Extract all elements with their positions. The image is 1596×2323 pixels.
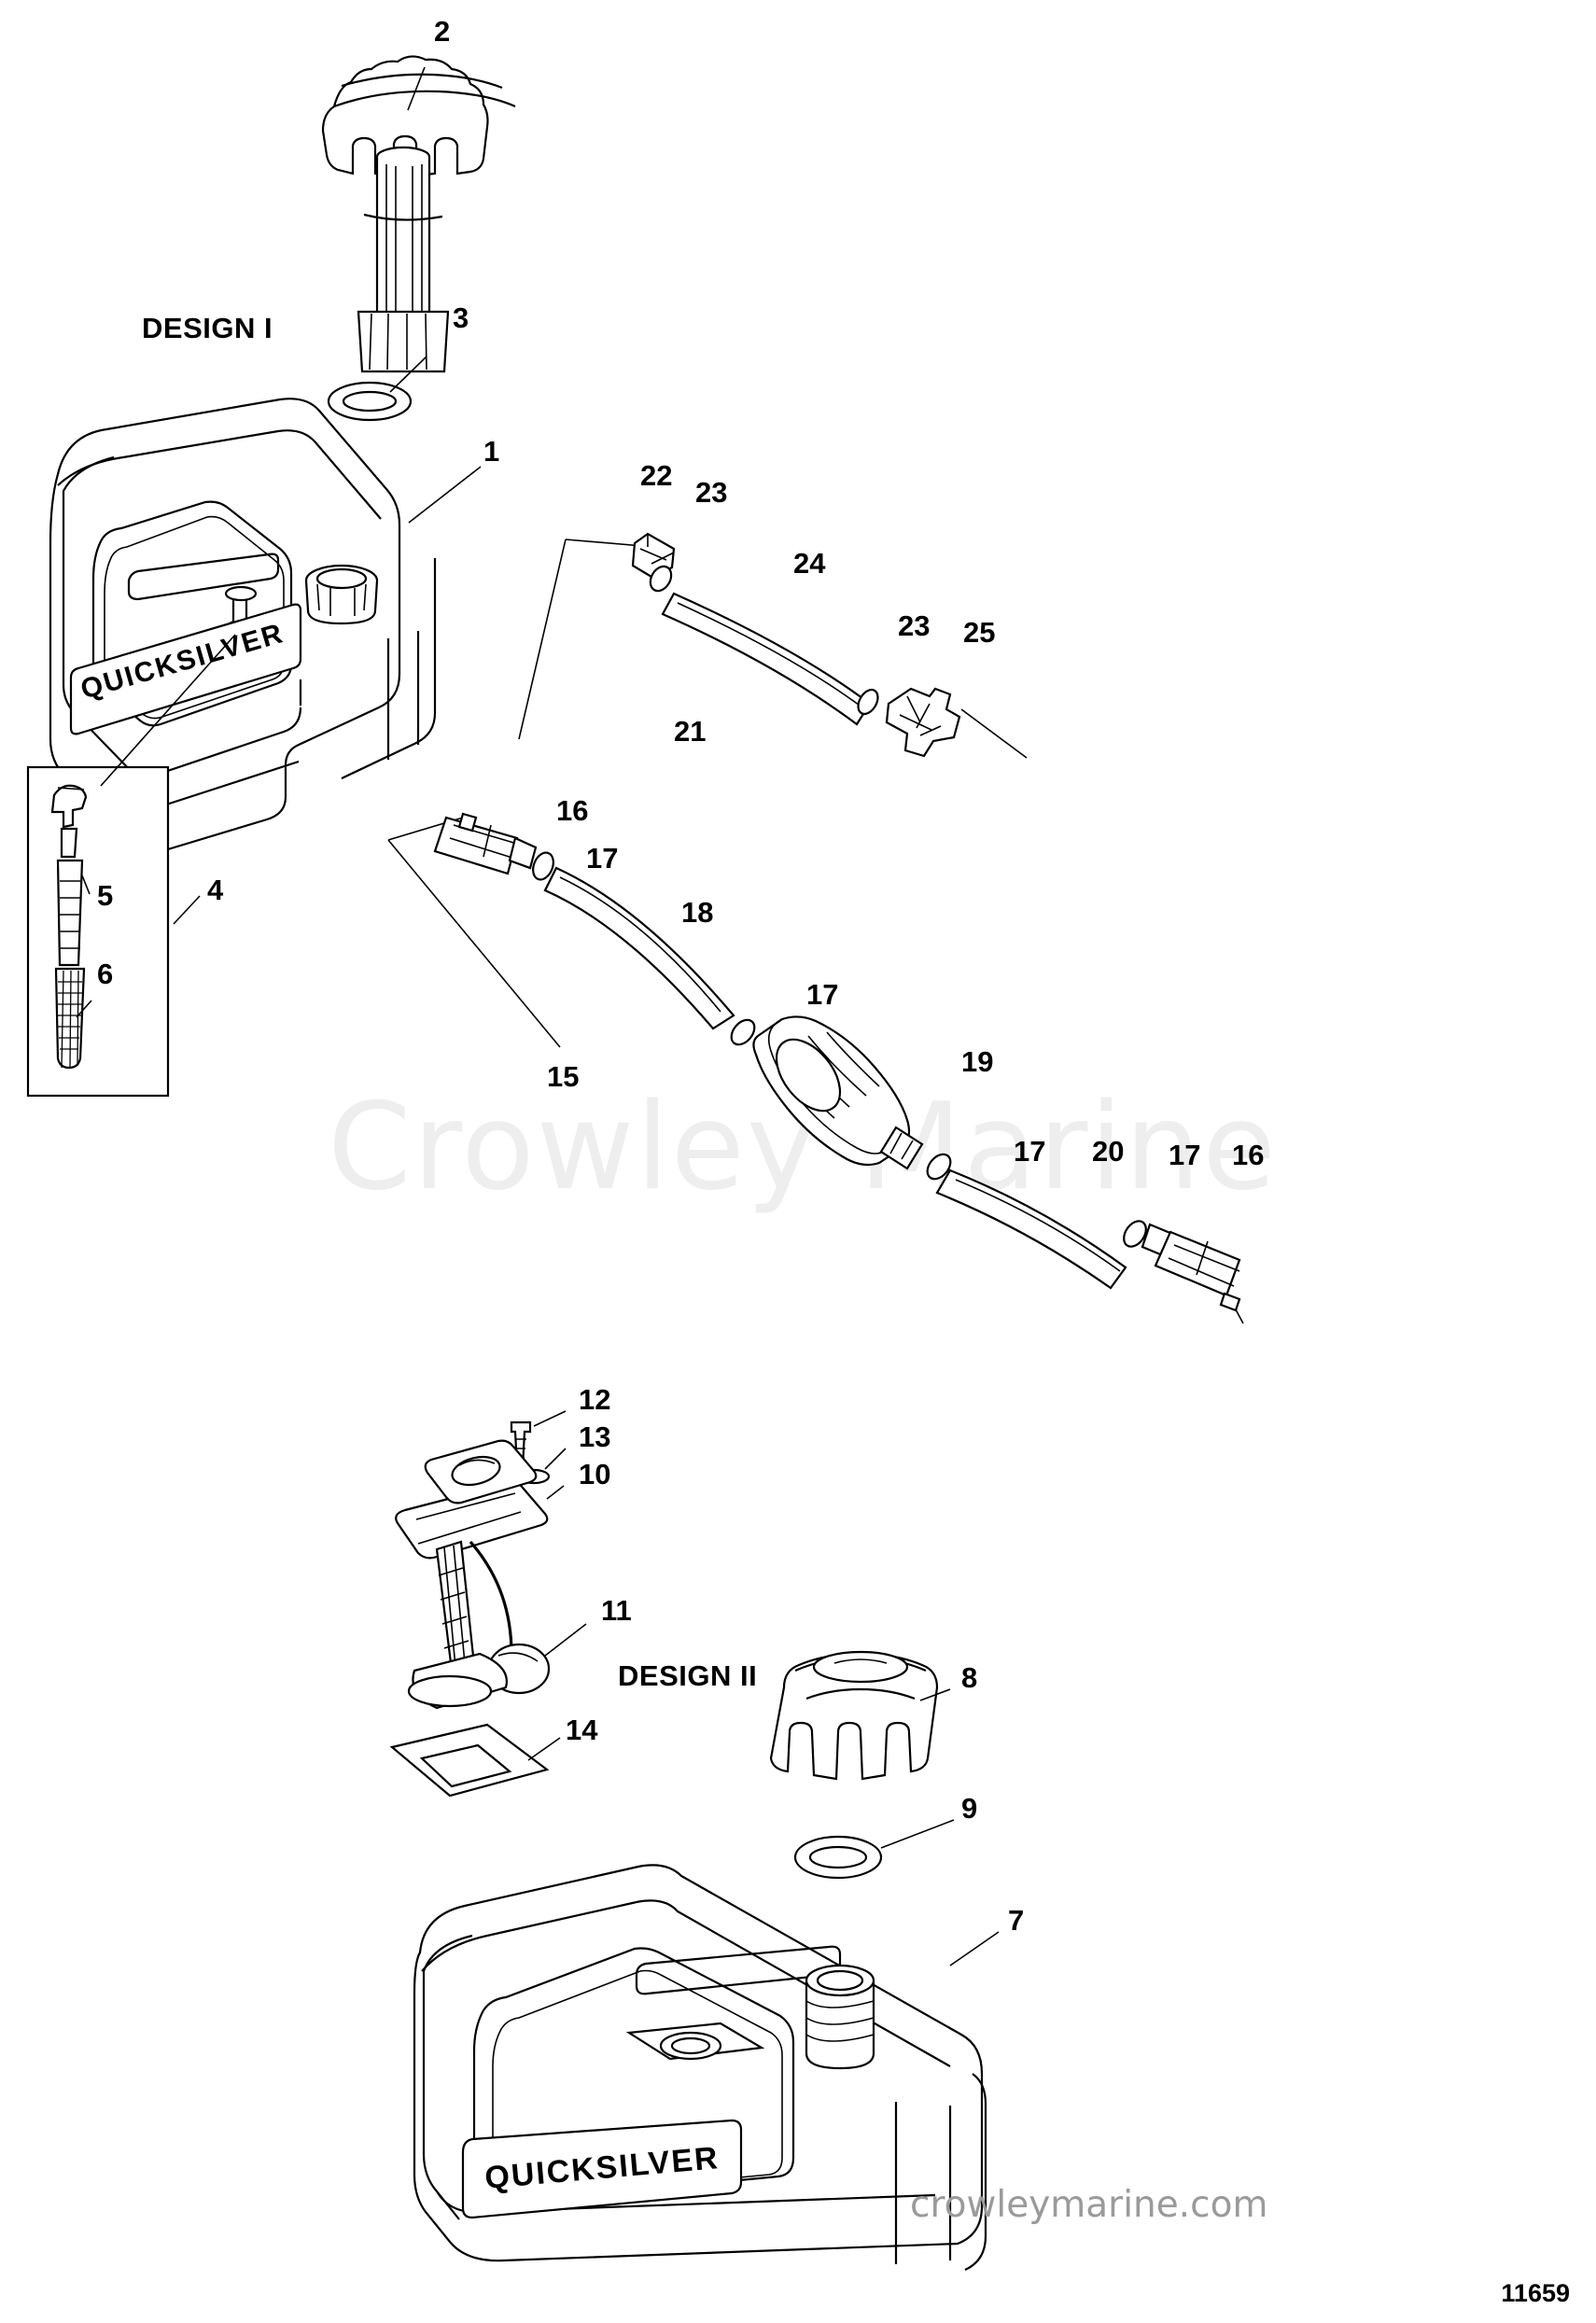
tank-fill-neck-design-2 [805, 1964, 875, 2070]
leader-11 [544, 1623, 587, 1657]
callout-4: 4 [207, 874, 224, 906]
watermark-site-url: crowleymarine.com [910, 2184, 1268, 2226]
part-8-fuel-cap-design-2 [769, 1650, 939, 1781]
tank-nameplate-design-2: QUICKSILVER [461, 2119, 743, 2219]
leader-10 [546, 1485, 565, 1500]
callout-6: 6 [97, 958, 114, 990]
callout-7: 7 [1008, 1904, 1025, 1937]
label-design-1: DESIGN I [142, 312, 273, 344]
part-10-fuel-gauge-sender [395, 1439, 551, 1710]
label-design-2: DESIGN II [618, 1659, 758, 1692]
callout-23-a: 23 [695, 476, 728, 509]
callout-13: 13 [579, 1420, 611, 1453]
callout-22: 22 [640, 459, 673, 492]
part-17-oring-d [1123, 1220, 1147, 1248]
part-4-pickup-assembly-box [26, 765, 170, 1098]
part-24-hose [661, 592, 872, 726]
part-9-sealing-ring-design-2 [793, 1835, 883, 1880]
part-19-primer-bulb [752, 1015, 924, 1170]
callout-17-d: 17 [1169, 1139, 1201, 1171]
leader-1 [408, 466, 482, 524]
leader-8 [919, 1688, 951, 1701]
leader-5 [81, 875, 91, 895]
part-25-connector [885, 687, 961, 758]
leader-3 [389, 356, 427, 393]
callout-2: 2 [434, 15, 451, 48]
part-23-oring-upper [649, 565, 673, 593]
hose-assembly-upper [518, 532, 1028, 759]
part-20-hose [935, 1168, 1127, 1290]
callout-17-c: 17 [1014, 1135, 1046, 1168]
diagram-part-number: 11659 [1501, 2279, 1570, 2307]
callout-23-b: 23 [898, 609, 931, 642]
part-1-fuel-tank-design-1: QUICKSILVER [49, 398, 437, 853]
part-17-oring-b [730, 1018, 756, 1046]
callout-19: 19 [961, 1045, 994, 1078]
callout-9: 9 [961, 1792, 978, 1825]
hose-assembly-lower [387, 812, 1244, 1324]
callout-25: 25 [963, 616, 996, 649]
part-23-oring-lower [857, 688, 879, 716]
callout-11: 11 [601, 1594, 632, 1627]
callout-17-b: 17 [806, 978, 839, 1011]
callout-21: 21 [674, 715, 707, 748]
leader-6 [76, 1000, 92, 1018]
callout-3: 3 [453, 301, 469, 334]
part-3-sealing-ring [327, 381, 413, 422]
part-16-connector-right [1141, 1223, 1241, 1312]
callout-5: 5 [97, 879, 114, 912]
part-17-oring-a [532, 851, 554, 881]
leader-12 [533, 1410, 567, 1427]
part-14-gasket [389, 1723, 550, 1798]
callout-20: 20 [1092, 1135, 1125, 1168]
leader-4 [173, 895, 201, 925]
leader-7 [949, 1931, 1000, 1966]
callout-10: 10 [579, 1458, 611, 1490]
callout-16-a: 16 [556, 794, 589, 827]
tank-fill-neck [304, 564, 379, 625]
leader-13 [544, 1448, 567, 1470]
callout-16-b: 16 [1232, 1139, 1265, 1171]
leader-tank-to-box [100, 634, 236, 787]
part-18-hose [543, 866, 735, 1030]
part-16-connector-left [433, 812, 538, 875]
part-2-fuel-cap-assembly [321, 55, 516, 373]
part-17-oring-c [926, 1153, 952, 1181]
callout-17-a: 17 [586, 842, 619, 875]
callout-1: 1 [483, 435, 500, 468]
callout-18: 18 [681, 896, 714, 929]
leader-14 [527, 1737, 561, 1761]
callout-15: 15 [547, 1060, 580, 1093]
callout-24: 24 [793, 547, 826, 580]
leader-2 [407, 66, 426, 111]
callout-8: 8 [961, 1661, 978, 1694]
leader-9 [880, 1819, 955, 1849]
callout-12: 12 [579, 1383, 611, 1416]
part-7-fuel-tank-design-2: QUICKSILVER [413, 1864, 987, 2272]
callout-14: 14 [566, 1714, 598, 1746]
tank-sender-plate [625, 2022, 765, 2061]
